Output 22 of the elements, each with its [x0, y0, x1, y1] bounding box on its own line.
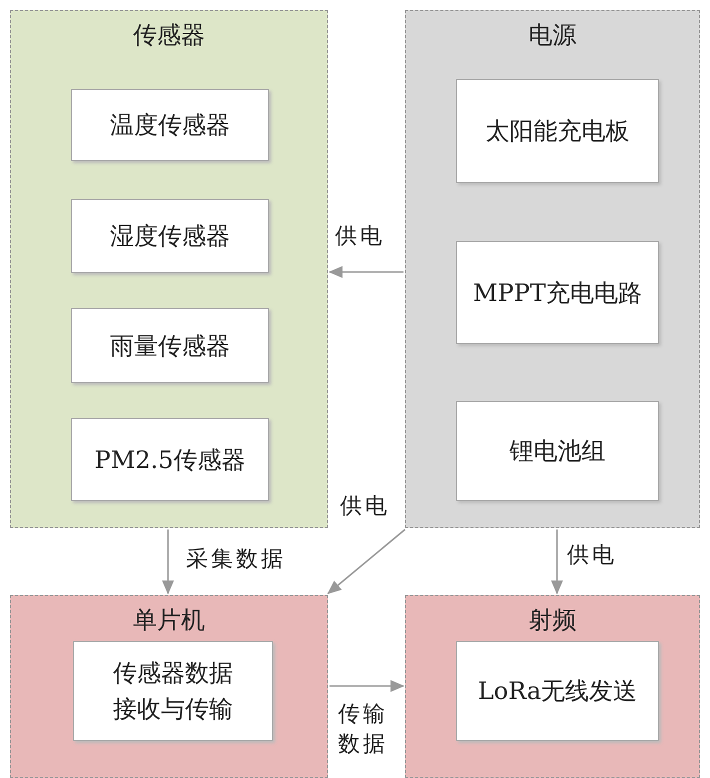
process-box: 传感器数据接收与传输 — [73, 641, 273, 741]
process-box: 湿度传感器 — [71, 199, 269, 273]
group-panel — [405, 595, 700, 778]
group-panel — [405, 10, 700, 528]
process-box: LoRa无线发送 — [456, 641, 659, 741]
group-panel — [10, 595, 328, 778]
process-box: MPPT充电电路 — [456, 241, 659, 344]
arrow — [327, 528, 406, 594]
arrow — [551, 530, 563, 594]
group-panel — [10, 10, 328, 528]
group-title: 射频 — [528, 605, 578, 636]
arrow — [328, 266, 404, 278]
process-box: 温度传感器 — [71, 89, 269, 161]
arrow — [162, 530, 174, 594]
process-box: 雨量传感器 — [71, 308, 269, 383]
group-title: 单片机 — [132, 605, 206, 636]
process-box: 锂电池组 — [456, 401, 659, 501]
group-title: 传感器 — [132, 20, 206, 51]
arrow — [330, 680, 404, 692]
process-box: 太阳能充电板 — [456, 79, 659, 183]
group-title: 电源 — [528, 20, 578, 51]
process-box: PM2.5传感器 — [71, 418, 269, 501]
